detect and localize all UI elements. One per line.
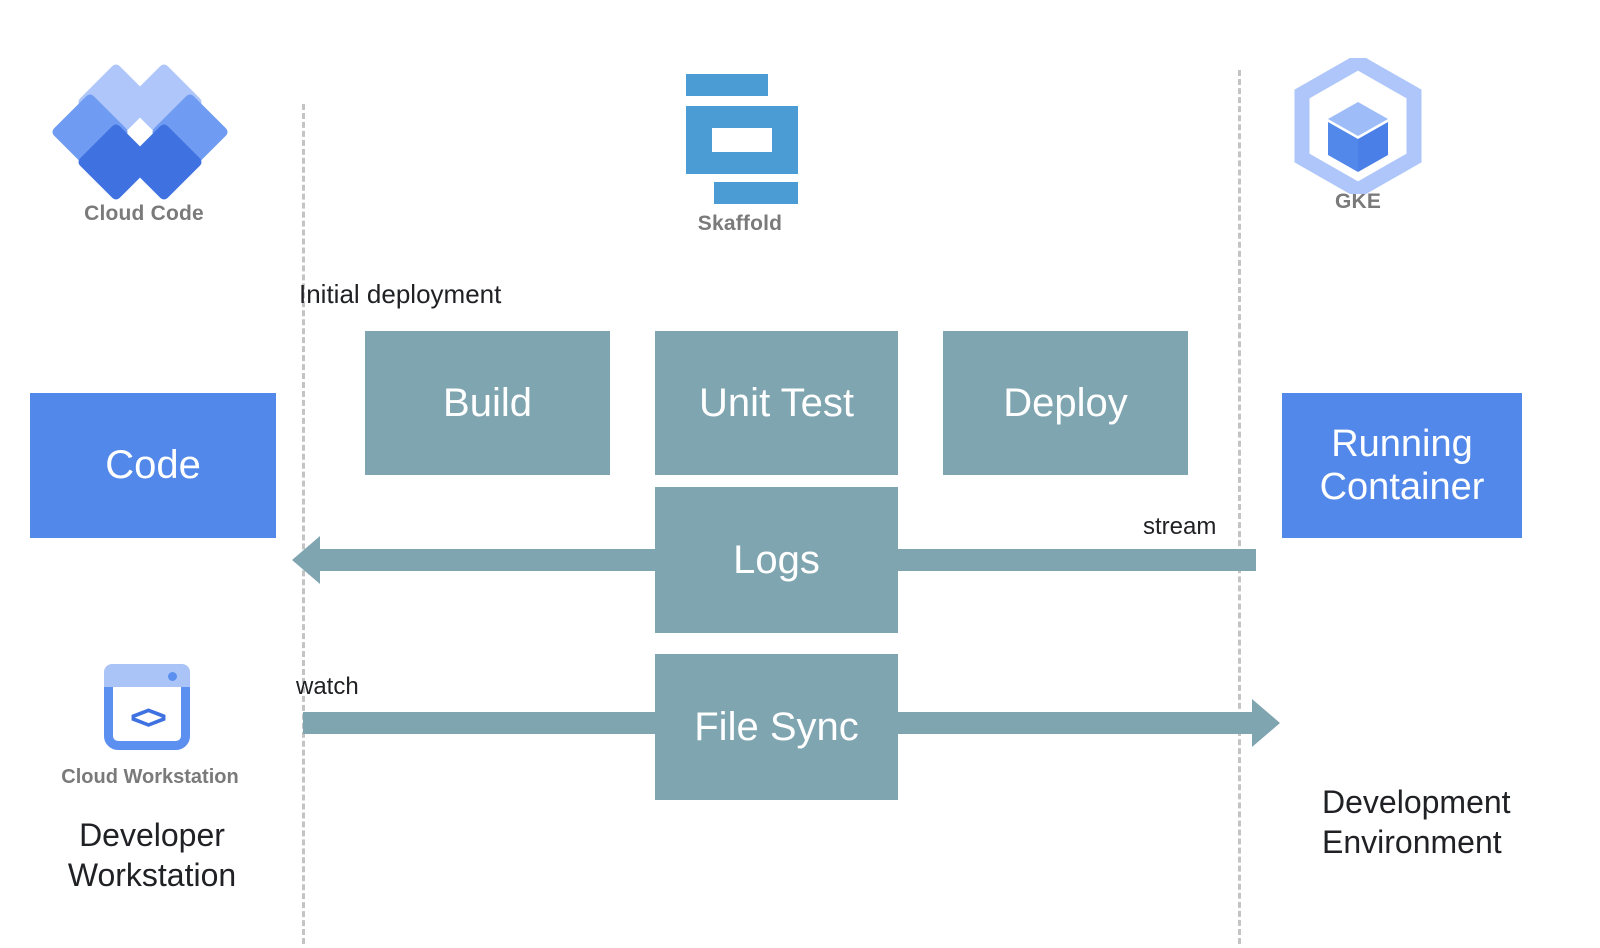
running-container-box[interactable]: Running Container [1282, 393, 1522, 538]
file-sync-box[interactable]: File Sync [655, 654, 898, 800]
watch-label: watch [296, 673, 359, 700]
file-sync-arrow-head-right [1252, 699, 1280, 747]
build-box-label: Build [443, 380, 532, 425]
gke-logo-block: GKE [1258, 53, 1458, 214]
skaffold-logo-block: Skaffold [640, 62, 840, 236]
skaffold-caption: Skaffold [697, 212, 783, 235]
unit-test-box[interactable]: Unit Test [655, 331, 898, 475]
running-container-label-line2: Container [1319, 465, 1485, 508]
cloud-code-diamonds-icon [44, 62, 244, 202]
development-environment-caption: Development Environment [1322, 782, 1511, 862]
gke-hexagon-cube-svg [1294, 53, 1422, 199]
developer-workstation-line1: Developer [79, 817, 225, 853]
code-box[interactable]: Code [30, 393, 276, 538]
cloud-workstation-title-dot [168, 672, 177, 681]
code-box-label: Code [105, 443, 201, 488]
cloud-workstation-caption: Cloud Workstation [61, 766, 239, 788]
build-box[interactable]: Build [365, 331, 610, 475]
skaffold-s-icon [640, 62, 840, 204]
cloud-workstation-code-glyph: <> [130, 698, 167, 737]
development-environment-line2: Environment [1322, 824, 1502, 860]
environment-boundary-line [1238, 70, 1241, 944]
initial-deployment-label: Initial deployment [299, 279, 502, 309]
cloud-workstation-title-bar [104, 664, 190, 687]
developer-workstation-line2: Workstation [67, 857, 237, 893]
logs-box-label: Logs [733, 537, 820, 582]
gke-caption: GKE [1334, 190, 1382, 213]
cloud-code-caption: Cloud Code [84, 202, 204, 225]
logs-box[interactable]: Logs [655, 487, 898, 633]
running-container-label-line1: Running [1331, 422, 1473, 465]
stream-label: stream [1143, 513, 1217, 540]
logs-arrow-head-left [292, 536, 320, 584]
unit-test-box-label: Unit Test [699, 380, 854, 425]
cloud-code-logo-block: Cloud Code [44, 62, 244, 226]
deploy-box-label: Deploy [1003, 380, 1128, 425]
workstation-boundary-line [302, 104, 305, 944]
cloud-workstation-code-window-icon: <> [104, 664, 190, 750]
gke-hexagon-cube-icon [1258, 53, 1458, 199]
developer-workstation-caption: Developer Workstation [10, 815, 294, 895]
deploy-box[interactable]: Deploy [943, 331, 1188, 475]
file-sync-box-label: File Sync [694, 704, 859, 749]
development-environment-line1: Development [1322, 784, 1511, 820]
